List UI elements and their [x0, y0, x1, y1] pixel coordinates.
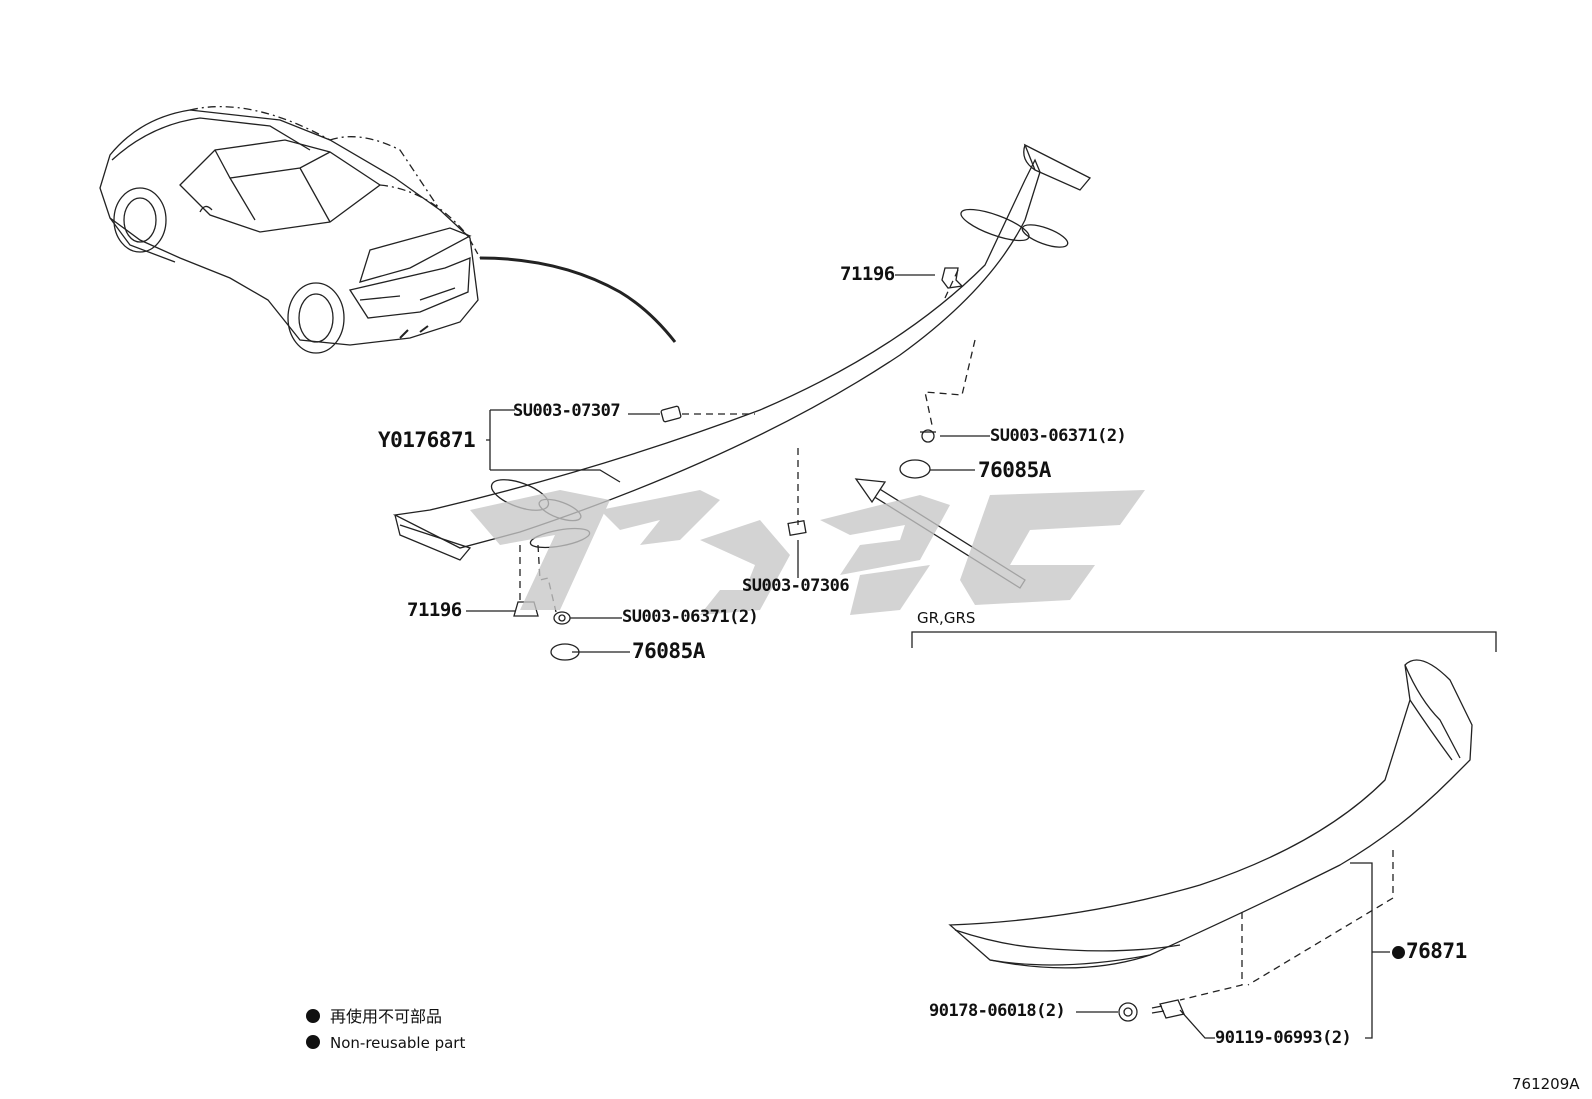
leader-lines	[466, 274, 1390, 1039]
label-pad-right: 76085A	[978, 458, 1051, 482]
gr-rear-spoiler	[948, 659, 1473, 969]
label-nut-gr: 90178-06018(2)	[929, 1001, 1066, 1021]
car-leader-line	[479, 256, 677, 343]
label-gr-spoiler: 76871	[1392, 941, 1467, 962]
label-clip-left: 71196	[407, 599, 462, 621]
legend-marker-icon	[306, 1035, 320, 1049]
hardware-parts	[513, 267, 1185, 1022]
legend-en-text: Non-reusable part	[330, 1034, 466, 1052]
non-reusable-marker	[1392, 946, 1405, 959]
car-illustration	[99, 105, 479, 354]
label-gr-spoiler-number: 76871	[1406, 939, 1467, 963]
legend-en: Non-reusable part	[306, 1035, 465, 1051]
label-spoiler-assy: Y0176871	[378, 428, 476, 452]
watermark	[470, 490, 1145, 615]
legend-marker-icon	[306, 1009, 320, 1023]
label-grommet-right: SU003-06371(2)	[990, 426, 1127, 446]
variant-bracket	[911, 631, 1497, 652]
legend-jp: 再使用不可部品	[306, 1009, 442, 1025]
legend-jp-text: 再使用不可部品	[330, 1007, 443, 1026]
label-nut-top: SU003-07307	[513, 401, 621, 421]
assembly-dashes	[519, 269, 1394, 1001]
label-pad-left: 76085A	[632, 639, 705, 663]
label-clip-top: 71196	[840, 263, 895, 285]
diagram-code: 761209A	[1512, 1075, 1580, 1093]
label-grommet-left: SU003-06371(2)	[622, 607, 759, 627]
label-bolt-gr: 90119-06993(2)	[1215, 1028, 1352, 1048]
rear-spoiler-assy	[392, 143, 1092, 561]
variant-label: GR,GRS	[917, 609, 976, 627]
label-nut-center: SU003-07306	[742, 576, 850, 596]
